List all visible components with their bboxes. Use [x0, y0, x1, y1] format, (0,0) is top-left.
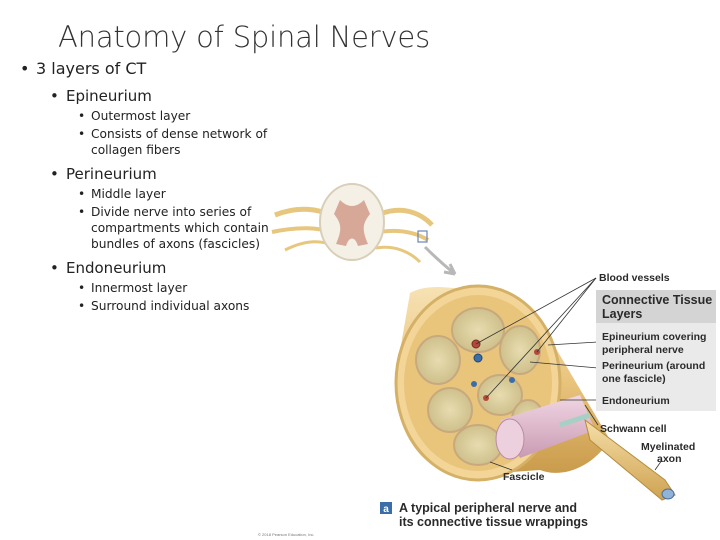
epineurium-point-2: Consists of dense network of collagen fi… — [78, 126, 270, 158]
label-epineurium-1: Epineurium covering — [602, 331, 706, 343]
bullet-perineurium: Perineurium — [50, 164, 270, 184]
label-blood-vessels: Blood vessels — [599, 272, 670, 284]
label-axon: axon — [657, 453, 682, 465]
bullet-outline: 3 layers of CT Epineurium Outermost laye… — [20, 58, 270, 314]
label-ct-header-1: Connective Tissue — [602, 293, 712, 307]
label-perineurium-2: one fascicle) — [602, 373, 666, 385]
copyright-text: © 2018 Pearson Education, Inc. — [258, 532, 315, 537]
spinal-cord-illustration — [271, 183, 434, 264]
fascicle-group — [415, 307, 545, 466]
slide-title: Anatomy of Spinal Nerves — [58, 20, 430, 54]
leader-lines — [475, 277, 663, 471]
zoom-arrow — [423, 245, 457, 276]
label-fascicle: Fascicle — [503, 471, 545, 483]
bullet-ct-layers: 3 layers of CT — [20, 58, 270, 80]
label-perineurium-1: Perineurium (around — [602, 360, 705, 372]
peripheral-nerve-illustration — [394, 284, 676, 501]
caption-line-1: A typical peripheral nerve and — [399, 501, 577, 515]
label-endoneurium: Endoneurium — [602, 395, 670, 407]
label-schwann-cell: Schwann cell — [600, 423, 667, 435]
bullet-endoneurium: Endoneurium — [50, 258, 270, 278]
epineurium-point-1: Outermost layer — [78, 108, 270, 124]
bullet-epineurium: Epineurium — [50, 86, 270, 106]
panel-letter-badge — [380, 502, 392, 514]
label-epineurium-2: peripheral nerve — [602, 344, 684, 356]
caption-line-2: its connective tissue wrappings — [399, 515, 588, 529]
perineurium-point-1: Middle layer — [78, 186, 270, 202]
label-myelinated: Myelinated — [641, 441, 695, 453]
perineurium-point-2: Divide nerve into series of compartments… — [78, 204, 270, 252]
label-ct-header-2: Layers — [602, 307, 642, 321]
panel-letter: a — [383, 504, 389, 515]
endoneurium-point-2: Surround individual axons — [78, 298, 270, 314]
endoneurium-point-1: Innermost layer — [78, 280, 270, 296]
